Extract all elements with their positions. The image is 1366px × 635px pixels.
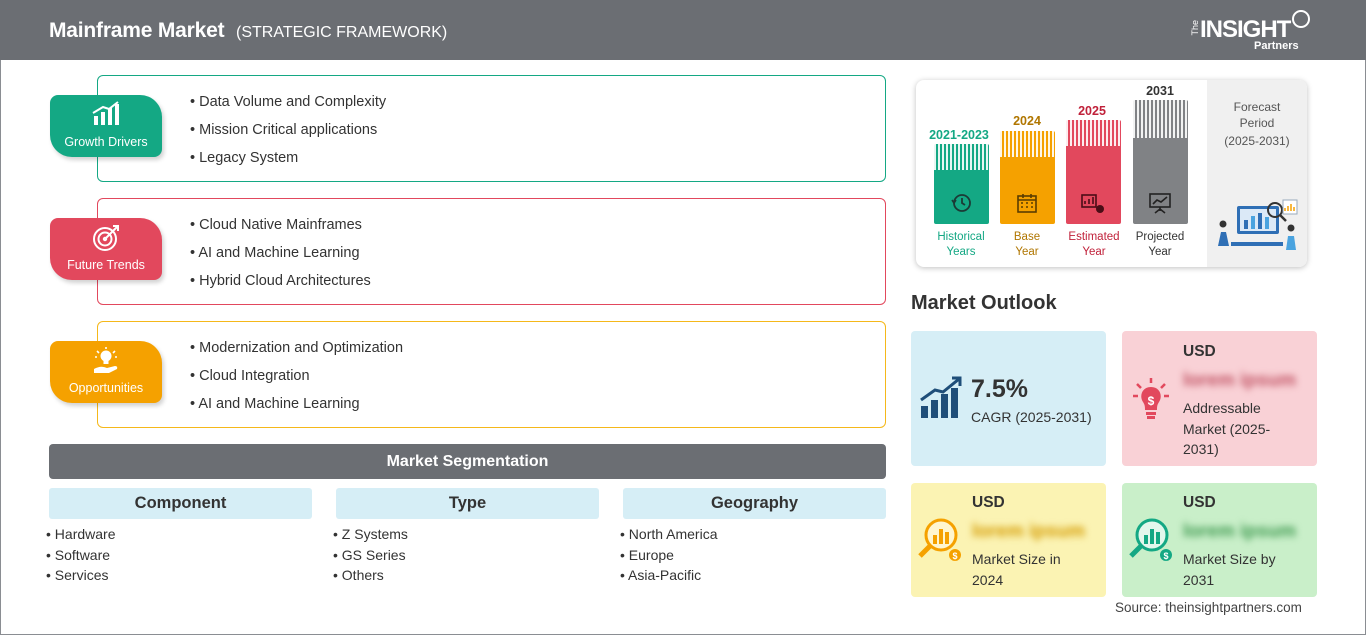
list-item: Cloud Integration [190, 368, 403, 396]
analytics-illustration-icon [1218, 199, 1298, 250]
page-title: Mainframe Market [49, 19, 225, 42]
list-item: Services [46, 567, 116, 588]
svg-text:$: $ [1148, 394, 1155, 408]
list-item: Hardware [46, 526, 116, 547]
svg-text:$: $ [952, 551, 957, 561]
list-item: Data Volume and Complexity [190, 94, 386, 122]
period-bar-estimated [1066, 120, 1121, 224]
magnifier-chart-icon: $ [918, 518, 961, 561]
period-bar-historical [934, 144, 989, 224]
segment-type-head: Type [336, 488, 599, 519]
future-trends-panel: Cloud Native Mainframes AI and Machine L… [97, 198, 886, 305]
list-item: Z Systems [333, 526, 408, 547]
magnifier-chart-icon: $ [1129, 518, 1172, 561]
segment-component-list: Hardware Software Services [46, 526, 116, 588]
period-year: 2031 [1146, 84, 1174, 98]
future-trends-badge: Future Trends [50, 218, 162, 280]
growth-chart-icon [920, 376, 962, 418]
segment-component-head: Component [49, 488, 312, 519]
segment-type-list: Z Systems GS Series Others [333, 526, 408, 588]
list-item: Modernization and Optimization [190, 340, 403, 368]
opportunities-badge: Opportunities [50, 341, 162, 403]
list-item: Others [333, 567, 408, 588]
period-caption: Projected Year [1135, 231, 1185, 258]
svg-text:$: $ [1163, 551, 1168, 561]
currency-label: USD [1183, 343, 1216, 360]
market-outlook-title: Market Outlook [911, 292, 1057, 314]
period-year: 2024 [1013, 114, 1041, 128]
opportunities-panel: Modernization and Optimization Cloud Int… [97, 321, 886, 428]
period-year: 2021-2023 [929, 128, 989, 142]
market-size-2031-label: Market Size by 2031 [1183, 551, 1276, 588]
list-item: Legacy System [190, 150, 386, 178]
lightbulb-hand-icon [94, 347, 118, 373]
blurred-value: lorem ipsum [1183, 370, 1296, 391]
future-trends-list: Cloud Native Mainframes AI and Machine L… [190, 217, 371, 301]
cagr-value: 7.5% [971, 375, 1028, 403]
target-icon [93, 225, 119, 251]
segment-geography-head: Geography [623, 488, 886, 519]
badge-label: Opportunities [68, 381, 144, 395]
blurred-value: lorem ipsum [972, 521, 1085, 542]
list-item: Cloud Native Mainframes [190, 217, 371, 245]
addressable-label: Addressable Market (2025- 2031) [1183, 400, 1271, 457]
period-caption: Historical Years [937, 231, 985, 258]
list-item: AI and Machine Learning [190, 245, 371, 273]
history-icon [951, 194, 971, 212]
market-size-2024-label: Market Size in 2024 [972, 551, 1061, 588]
badge-label: Future Trends [67, 258, 145, 272]
bar-growth-icon [92, 101, 119, 125]
presentation-icon [1149, 193, 1171, 214]
period-year: 2025 [1078, 104, 1106, 118]
growth-drivers-badge: Growth Drivers [50, 95, 162, 157]
source-link[interactable]: Source: theinsightpartners.com [1115, 600, 1302, 615]
badge-label: Growth Drivers [64, 135, 148, 149]
dollar-bulb-icon: $ [1133, 378, 1169, 419]
list-item: AI and Machine Learning [190, 396, 403, 424]
cagr-card: 7.5% CAGR (2025-2031) [911, 331, 1106, 466]
list-item: Mission Critical applications [190, 122, 386, 150]
addressable-market-card: USD lorem ipsum $ Addressable Market (20… [1122, 331, 1317, 466]
list-item: Europe [620, 547, 718, 568]
period-bar-projected [1133, 100, 1188, 224]
header-bar: Mainframe Market (STRATEGIC FRAMEWORK) T… [0, 0, 1366, 60]
market-size-2031-card: USD lorem ipsum $ Market Size by 2031 [1122, 483, 1317, 597]
cagr-label: CAGR (2025-2031) [971, 409, 1092, 425]
estimate-icon [1081, 194, 1104, 213]
period-caption: Base Year [1013, 231, 1041, 258]
growth-drivers-panel: Data Volume and Complexity Mission Criti… [97, 75, 886, 182]
forecast-period-label: Forecast Period (2025-2031) [1224, 100, 1290, 148]
market-size-2024-card: USD lorem ipsum $ Market Size in 2024 [911, 483, 1106, 597]
calendar-icon [1017, 194, 1037, 213]
currency-label: USD [1183, 494, 1216, 511]
list-item: Asia-Pacific [620, 567, 718, 588]
page-subtitle: (STRATEGIC FRAMEWORK) [236, 24, 448, 41]
list-item: Software [46, 547, 116, 568]
list-item: Hybrid Cloud Architectures [190, 273, 371, 301]
timeline-card: 2021-2023 Historical Years 2024 Base Yea… [916, 80, 1307, 267]
list-item: North America [620, 526, 718, 547]
currency-label: USD [972, 494, 1005, 511]
period-bar-base [1000, 131, 1055, 224]
growth-drivers-list: Data Volume and Complexity Mission Criti… [190, 94, 386, 178]
segmentation-title: Market Segmentation [49, 444, 886, 479]
forecast-panel: Forecast Period (2025-2031) [1207, 80, 1307, 267]
period-caption: Estimated Year [1068, 231, 1120, 258]
opportunities-list: Modernization and Optimization Cloud Int… [190, 340, 403, 424]
segment-geography-list: North America Europe Asia-Pacific [620, 526, 718, 588]
list-item: GS Series [333, 547, 408, 568]
insight-partners-logo[interactable]: The INSIGHT Partners [1188, 10, 1310, 54]
blurred-value: lorem ipsum [1183, 521, 1296, 542]
